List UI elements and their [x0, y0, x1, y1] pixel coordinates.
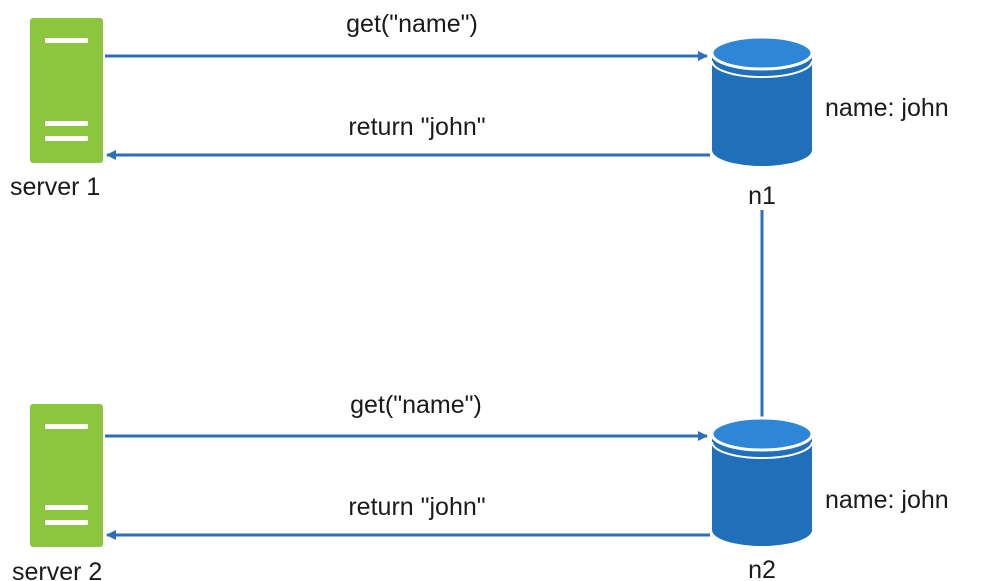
flow-label: return "john" — [348, 493, 485, 521]
node-data-label: name: john — [825, 94, 949, 122]
flow-return-n1-server1: return "john" — [106, 113, 710, 160]
server-icon — [30, 404, 103, 547]
server-1: server 1 — [10, 18, 103, 201]
database-icon — [710, 35, 814, 166]
flow-return-n2-server2: return "john" — [106, 493, 710, 540]
flow-label: get("name") — [350, 391, 482, 419]
server-icon — [30, 18, 103, 163]
node-n2: n2 name: john — [710, 416, 949, 581]
node-label: n2 — [748, 556, 776, 581]
flow-get-server1-n1: get("name") — [105, 10, 708, 61]
server-2: server 2 — [12, 404, 103, 581]
server-label: server 2 — [12, 558, 102, 581]
server-label: server 1 — [10, 173, 100, 201]
node-data-label: name: john — [825, 486, 949, 514]
node-n1: n1 name: john — [710, 35, 949, 210]
flow-label: return "john" — [348, 113, 485, 141]
flow-get-server2-n2: get("name") — [105, 391, 708, 441]
database-icon — [710, 416, 814, 546]
node-label: n1 — [748, 182, 776, 210]
flow-label: get("name") — [346, 10, 478, 38]
